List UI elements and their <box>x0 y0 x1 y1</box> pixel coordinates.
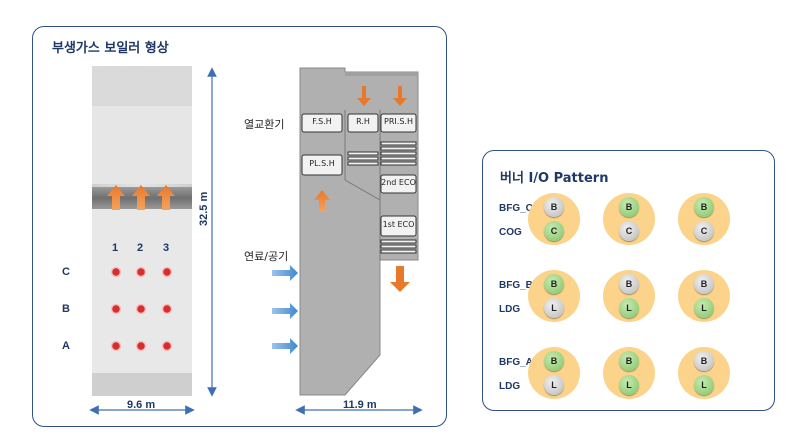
burner-bottom-indicator: C <box>694 221 714 241</box>
io-group-top-label: BFG_C <box>499 203 533 214</box>
bank-label-plsh: PL.S.H <box>309 159 335 168</box>
io-group-bottom-label: LDG <box>499 381 521 392</box>
fuel-air-arrows <box>272 265 298 354</box>
fuel-air-label: 연료/공기 <box>244 250 289 263</box>
burner-bottom-indicator: L <box>694 375 714 395</box>
bank-label-fsh: F.S.H <box>312 117 332 126</box>
burner-bottom-indicator: L <box>619 298 639 318</box>
burner-io-title: 버너 I/O Pattern <box>500 171 609 186</box>
burner-top-indicator: B <box>694 274 714 294</box>
burner-top-indicator: B <box>544 351 564 371</box>
row-label-a: A <box>62 340 70 352</box>
column-label-3: 3 <box>163 242 170 254</box>
burner-top-indicator: B <box>619 351 639 371</box>
column-label-1: 1 <box>112 242 119 254</box>
burner-dots <box>110 266 173 352</box>
row-label-b: B <box>62 303 70 315</box>
burner-top-indicator: B <box>694 197 714 217</box>
burner-bottom-indicator: L <box>694 298 714 318</box>
flue-gas-up-arrows <box>107 185 175 210</box>
furnace-width-label: 9.6 m <box>127 399 156 411</box>
bank-label-2nd-eco: 2nd ECO <box>381 178 416 187</box>
io-group-top-label: BFG_A <box>499 357 533 368</box>
bank-label-rh: R.H <box>356 117 370 126</box>
bank-label-1st-eco: 1st ECO <box>382 220 415 229</box>
burner-bottom-indicator: C <box>619 221 639 241</box>
burner-top-indicator: B <box>694 351 714 371</box>
io-group-bottom-label: COG <box>499 227 522 238</box>
burner-bottom-indicator: L <box>544 375 564 395</box>
burner-bottom-indicator: L <box>619 375 639 395</box>
column-label-2: 2 <box>137 242 144 254</box>
burner-top-indicator: B <box>619 274 639 294</box>
burner-bottom-indicator: C <box>544 221 564 241</box>
burner-top-indicator: B <box>619 197 639 217</box>
burner-bottom-indicator: L <box>544 298 564 318</box>
burner-top-indicator: B <box>544 274 564 294</box>
boiler-orange-arrows <box>314 86 410 292</box>
row-label-c: C <box>62 266 70 278</box>
io-group-top-label: BFG_B <box>499 280 533 291</box>
height-label: 32.5 m <box>198 191 210 226</box>
bank-label-prish: PRI.S.H <box>384 117 413 126</box>
boiler-shape-title: 부생가스 보일러 형상 <box>52 41 169 56</box>
heat-exchanger-label: 열교환기 <box>244 118 285 131</box>
burner-top-indicator: B <box>544 197 564 217</box>
heat-exchanger-banks <box>301 113 417 254</box>
io-group-bottom-label: LDG <box>499 304 521 315</box>
boiler-width-label: 11.9 m <box>343 399 377 411</box>
furnace-body <box>92 66 192 396</box>
